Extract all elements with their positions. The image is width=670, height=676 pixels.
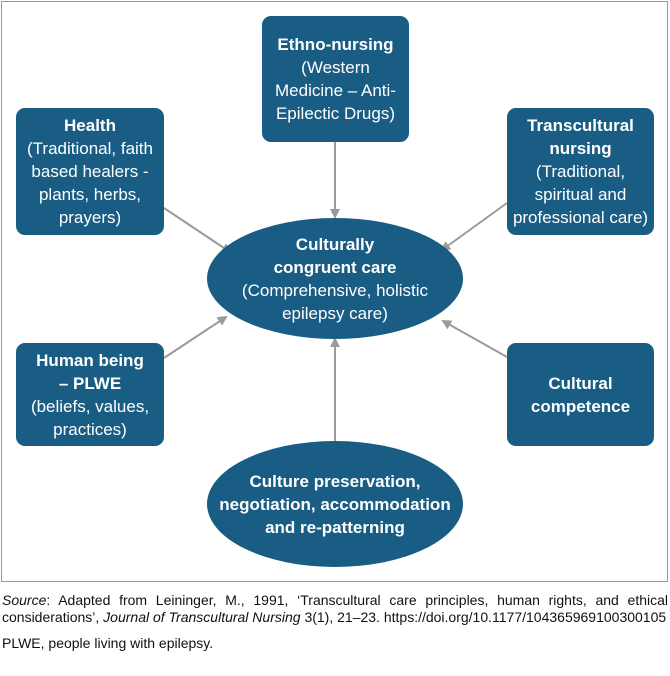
source-label: Source: [2, 592, 47, 608]
node-title: Health: [64, 116, 116, 135]
node-transcultural-nursing: Transcultural nursing (Traditional, spir…: [507, 108, 654, 235]
figure-frame: [1, 1, 668, 582]
node-description: (beliefs, values, practices): [30, 396, 150, 439]
node-title: Cultural competence: [530, 373, 631, 416]
node-description: (Comprehensive, holistic epilepsy care): [241, 280, 429, 323]
node-title: Human being – PLWE: [36, 350, 144, 393]
arrow-transcultural-to-center: [440, 202, 508, 252]
node-ethno-nursing: Ethno-nursing (Western Medicine – Anti-E…: [262, 16, 409, 142]
abbreviation-note: PLWE, people living with epilepsy.: [2, 635, 214, 651]
node-description: (Traditional, spiritual and professional…: [512, 162, 649, 227]
node-description: (Western Medicine – Anti-Epilectic Drugs…: [275, 58, 396, 123]
node-human-being-plwe: Human being – PLWE (beliefs, values, pra…: [16, 343, 164, 446]
node-description: (Traditional, faith based healers - plan…: [27, 139, 153, 227]
arrow-human-to-center: [163, 315, 228, 359]
node-culturally-congruent-care: Culturally congruent care (Comprehensive…: [207, 218, 463, 339]
source-text-1: : Adapted from Leininger, M., 1991, ‘Tra…: [2, 592, 668, 625]
node-health: Health (Traditional, faith based healers…: [16, 108, 164, 235]
node-cultural-competence: Cultural competence: [507, 343, 654, 446]
node-title: Culturally congruent care: [273, 234, 397, 277]
figure-caption: Source: Adapted from Leininger, M., 1991…: [2, 592, 668, 661]
node-title: Culture preservation, negotiation, accom…: [219, 471, 451, 537]
journal-title: Journal of Transcultural Nursing: [103, 609, 301, 625]
arrow-competence-to-center: [441, 320, 508, 358]
node-culture-preservation: Culture preservation, negotiation, accom…: [207, 441, 463, 567]
arrow-health-to-center: [163, 207, 232, 254]
node-title: Ethno-nursing: [277, 35, 394, 54]
source-note: Source: Adapted from Leininger, M., 1991…: [2, 592, 668, 626]
source-text-2: 3(1), 21–23. https://doi.org/10.1177/104…: [300, 609, 667, 625]
node-title: Transcultural nursing: [527, 116, 634, 158]
